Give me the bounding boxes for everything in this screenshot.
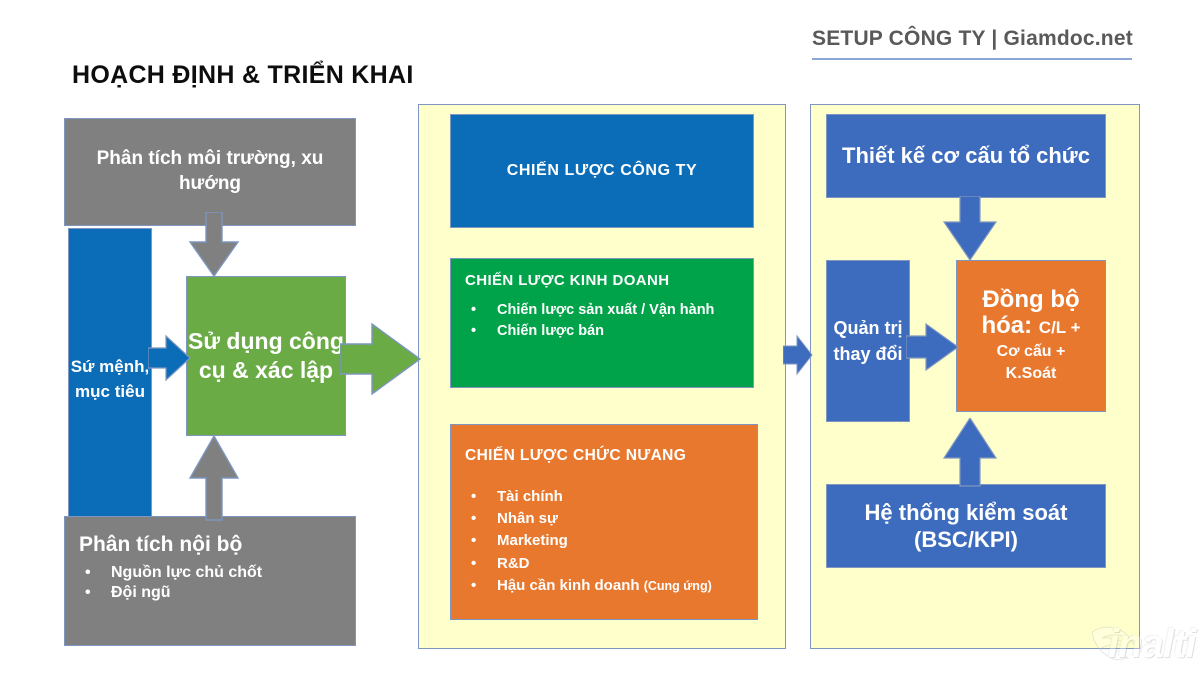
arrow-orgdesign-to-sync (938, 196, 1002, 262)
list-item: • Nhân sự (465, 509, 749, 528)
box-org-structure-design[interactable]: Thiết kế cơ cấu tổ chức (826, 114, 1106, 198)
box-environment-analysis[interactable]: Phân tích môi trường, xu hướng (64, 118, 356, 226)
box-corporate-strategy[interactable]: CHIẾN LƯỢC CÔNG TY (450, 114, 754, 228)
list-item-note: (Cung ứng) (643, 578, 712, 593)
box-tools-title: Sử dụng công cụ & xác lập (188, 327, 344, 383)
bullet-icon: • (471, 576, 477, 594)
box-mission-title: Sứ mệnh, mục tiêu (70, 357, 150, 401)
box-functional-strategy-bullets: • Tài chính • Nhân sự • Marketing • R&D • Hậu… (465, 487, 749, 598)
box-business-strategy[interactable]: CHIẾN LƯỢC KINH DOANH • Chiến lược sản xu… (450, 258, 754, 388)
box-business-strategy-bullets: • Chiến lược sản xuất / Vận hành • Chiến l… (465, 301, 745, 342)
list-item: • Hậu cần kinh doanh (Cung ứng) (465, 576, 749, 595)
box-internal-bullets: • Nguồn lực chủ chốt • Đội ngũ (79, 563, 345, 604)
bullet-icon: • (471, 510, 477, 528)
bullet-icon: • (85, 584, 91, 602)
page-title: HOẠCH ĐỊNH & TRIỂN KHAI (72, 61, 414, 89)
sync-head-line2: hóa: (981, 312, 1033, 340)
sync-head-line1: Đồng bộ (982, 285, 1080, 313)
arrow-changemgmt-to-sync (906, 320, 960, 374)
list-item-label: Chiến lược sản xuất / Vận hành (497, 302, 715, 318)
list-item-label: Marketing (497, 532, 568, 550)
list-item: • R&D (465, 554, 749, 573)
arrow-control-to-sync (938, 418, 1002, 488)
bullet-icon: • (85, 564, 91, 581)
arrow-internal-to-tools (182, 436, 246, 522)
list-item-label: Chiến lược bán (497, 322, 605, 339)
arrow-environment-to-tools (182, 212, 246, 278)
arrow-tools-to-strategy (340, 318, 422, 400)
list-item-label: Hậu cần kinh doanh (497, 576, 640, 594)
box-control-system-title: Hệ thống kiểm soát (BSC/KPI) (864, 499, 1068, 553)
bullet-icon: • (471, 488, 477, 505)
list-item: • Tài chính (465, 487, 749, 506)
list-item: • Marketing (465, 531, 749, 550)
list-item-label: Nhân sự (497, 510, 558, 528)
bullet-icon: • (471, 554, 477, 572)
box-business-strategy-title: CHIẾN LƯỢC KINH DOANH (465, 272, 670, 289)
box-synchronization[interactable]: Đồng bộ hóa: C/L + Cơ cấu + K.Soát (956, 260, 1106, 412)
bullet-icon: • (471, 302, 477, 318)
box-internal-title: Phân tích nội bộ (79, 533, 243, 556)
box-org-structure-design-title: Thiết kế cơ cấu tổ chức (842, 143, 1090, 169)
list-item: • Đội ngũ (79, 583, 345, 603)
list-item: • Chiến lược bán (465, 322, 745, 341)
box-functional-strategy-title: CHIẾN LƯỢC CHỨC NƯANG (465, 447, 687, 464)
list-item-label: Nguồn lực chủ chốt (111, 564, 263, 581)
box-change-management-title: Quản trị thay đổi (833, 317, 903, 364)
arrow-strategy-to-execution (783, 332, 813, 378)
brand-header: SETUP CÔNG TY | Giamdoc.net (812, 24, 1133, 60)
box-synchronization-head: Đồng bộ hóa: C/L + (963, 285, 1099, 340)
list-item: • Chiến lược sản xuất / Vận hành (465, 301, 745, 320)
sync-line3: K.Soát (1005, 365, 1057, 383)
box-control-system[interactable]: Hệ thống kiểm soát (BSC/KPI) (826, 484, 1106, 568)
box-functional-strategy[interactable]: CHIẾN LƯỢC CHỨC NƯANG • Tài chính • Nhân s… (450, 424, 758, 620)
box-tools-setup[interactable]: Sử dụng công cụ & xác lập (186, 276, 346, 436)
list-item-label: Tài chính (497, 488, 563, 505)
box-change-management[interactable]: Quản trị thay đổi (826, 260, 910, 422)
arrow-mission-to-tools (148, 330, 192, 386)
box-environment-title: Phân tích môi trường, xu hướng (96, 148, 324, 194)
box-mission-objectives[interactable]: Sứ mệnh, mục tiêu (68, 228, 152, 532)
list-item-label: R&D (497, 554, 530, 572)
bullet-icon: • (471, 322, 477, 339)
list-item: • Nguồn lực chủ chốt (79, 563, 345, 583)
sync-line2: Cơ cấu + (996, 342, 1066, 360)
box-corporate-strategy-title: CHIẾN LƯỢC CÔNG TY (506, 162, 698, 179)
sync-head-small: C/L + (1038, 318, 1081, 338)
list-item-label: Đội ngũ (111, 584, 171, 602)
bullet-icon: • (471, 532, 477, 550)
box-internal-analysis[interactable]: Phân tích nội bộ • Nguồn lực chủ chốt • Độ… (64, 516, 356, 646)
